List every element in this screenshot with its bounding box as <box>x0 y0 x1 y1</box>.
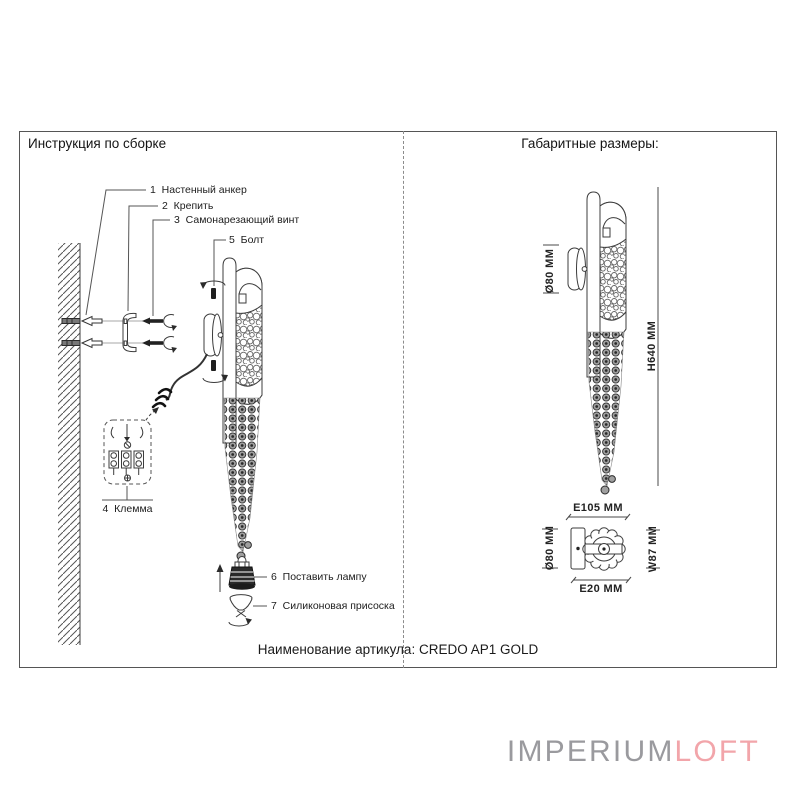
part-label-self-tapping-screw: 3 Самонарезающий винт <box>174 214 300 226</box>
dim-bottom-offset: E20 MM <box>579 583 623 595</box>
bolts <box>200 280 228 383</box>
right-panel-title: Габаритные размеры: <box>521 136 659 151</box>
mounting-bracket <box>122 312 137 353</box>
dim-height: H640 MM <box>646 320 658 372</box>
leader-lines <box>85 189 267 607</box>
part-label-fasten: 2 Крепить <box>162 200 214 212</box>
imperiumloft-logo: IMPERIUMLOFT <box>507 735 760 769</box>
dim-width: W87 MM <box>647 525 659 573</box>
assembly-diagram <box>58 189 267 645</box>
panel-divider <box>403 131 404 668</box>
article-name: Наименование артикула: CREDO AP1 GOLD <box>257 642 539 657</box>
dim-bottom-diameter: Ø80 MM <box>544 525 556 571</box>
rotation-arrow-icon <box>163 314 177 353</box>
part-label-wall-anchor: 1 Настенный анкер <box>150 184 247 196</box>
part-label-install-lamp: 6 Поставить лампу <box>271 571 367 583</box>
suction-cup-icon <box>228 594 253 627</box>
dim-side-diameter: Ø80 MM <box>544 248 556 294</box>
wall-anchor <box>61 315 103 349</box>
dimension-lines <box>542 187 660 584</box>
left-panel-title: Инструкция по сборке <box>28 136 167 151</box>
dimensions-diagram <box>542 187 660 584</box>
part-label-suction-cup: 7 Силиконовая присоска <box>271 600 395 612</box>
logo-imperium: IMPERIUM <box>506 735 675 768</box>
document-frame <box>19 131 777 668</box>
logo-loft: LOFT <box>674 735 760 768</box>
bulb-icon <box>216 556 256 592</box>
part-label-terminal: 4 Клемма <box>102 503 153 515</box>
self-tapping-screws <box>142 317 163 347</box>
terminal-block <box>103 419 152 485</box>
part-label-bolt: 5 Болт <box>229 234 265 246</box>
bottom-view <box>570 527 626 571</box>
dim-top-depth: E105 MM <box>573 502 623 514</box>
